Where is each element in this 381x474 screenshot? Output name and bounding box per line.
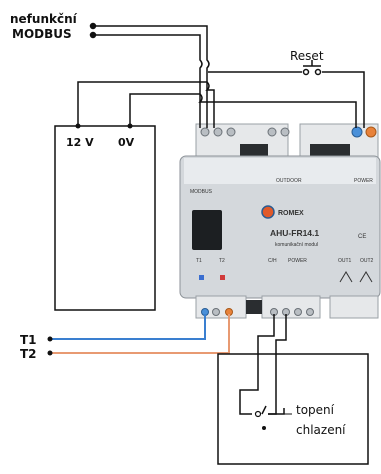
psu-terminal-dot	[75, 123, 81, 129]
screw	[200, 127, 210, 137]
chlazeni-label: chlazení	[296, 423, 346, 437]
modbus-label-line2: MODBUS	[12, 27, 72, 41]
power-supply: 12 V 0V	[54, 81, 357, 311]
psu-12v-wire	[77, 81, 215, 128]
hc-contact-icon	[254, 410, 262, 418]
screw	[294, 308, 302, 316]
screw	[267, 127, 277, 137]
ce-mark: CE	[358, 234, 366, 240]
t2-label: T2	[20, 347, 37, 361]
sensor-wires	[47, 314, 230, 356]
reset-wire-right	[322, 71, 365, 128]
psu-12v-label: 12 V	[66, 136, 94, 149]
heating-cooling-box: topení chlazení	[217, 314, 369, 465]
device-model: AHU-FR14.1	[270, 228, 319, 238]
topeni-label: topení	[296, 403, 335, 417]
device-t2-label: T2	[219, 258, 225, 264]
device-subtitle: komunikační modul	[275, 242, 318, 248]
screw	[213, 127, 223, 137]
switch-contact-icon	[314, 68, 322, 76]
bottom-terminal-block-right	[329, 295, 379, 319]
hc-wire-a	[257, 314, 275, 354]
device-out1-label: OUT1	[338, 258, 352, 264]
brand-name: ROMEX	[278, 210, 304, 217]
led-indicator	[220, 275, 225, 280]
reset-label: Reset	[290, 49, 324, 63]
terminal-gap	[310, 144, 350, 156]
t1-wire	[50, 314, 206, 340]
switch-contact-icon	[302, 68, 310, 76]
t2-wire	[50, 314, 230, 354]
screw	[226, 127, 236, 137]
screw-orange	[365, 126, 377, 138]
screw	[280, 127, 290, 137]
hc-contact-dot	[262, 426, 266, 430]
t2-terminal-dot	[47, 350, 53, 356]
display-window	[192, 210, 222, 250]
device-t1-label: T1	[196, 258, 202, 264]
relay-symbol-icon	[359, 271, 373, 283]
terminal-gap	[246, 300, 262, 314]
psu-0v-label: 0V	[118, 136, 135, 149]
device-ch-label: C/H	[268, 258, 277, 264]
hc-wire-b	[275, 314, 287, 354]
brand-logo-icon	[261, 205, 275, 219]
screw	[306, 308, 314, 316]
screw	[212, 308, 220, 316]
hc-box	[217, 353, 369, 465]
t1-label: T1	[20, 333, 37, 347]
modbus-wire-a	[93, 25, 210, 128]
screw-blue	[351, 126, 363, 138]
ahu-module: MODBUS OUTDOOR POWER ROMEX AHU-FR14.1 ko…	[179, 123, 381, 319]
modbus-wire-b	[93, 34, 203, 128]
device-top-strip	[184, 158, 376, 184]
device-outdoor-label: OUTDOOR	[276, 178, 302, 184]
modbus-wires	[89, 22, 210, 128]
psu-terminal-dot	[127, 123, 133, 129]
device-modbus-label: MODBUS	[190, 189, 213, 195]
led-indicator	[199, 275, 204, 280]
hc-wire-c	[239, 354, 259, 415]
t1-terminal-dot	[47, 336, 53, 342]
device-power-bottom-label: POWER	[288, 258, 307, 264]
reset-switch	[208, 60, 365, 128]
psu-box	[54, 125, 156, 311]
device-out2-label: OUT2	[360, 258, 374, 264]
device-power-top-label: POWER	[354, 178, 373, 184]
modbus-label-line1: nefunkční	[10, 12, 78, 26]
hc-switch-lever-icon	[261, 405, 267, 415]
terminal-gap	[240, 144, 268, 156]
relay-symbol-icon	[339, 271, 353, 283]
psu-0v-wire	[129, 93, 357, 128]
